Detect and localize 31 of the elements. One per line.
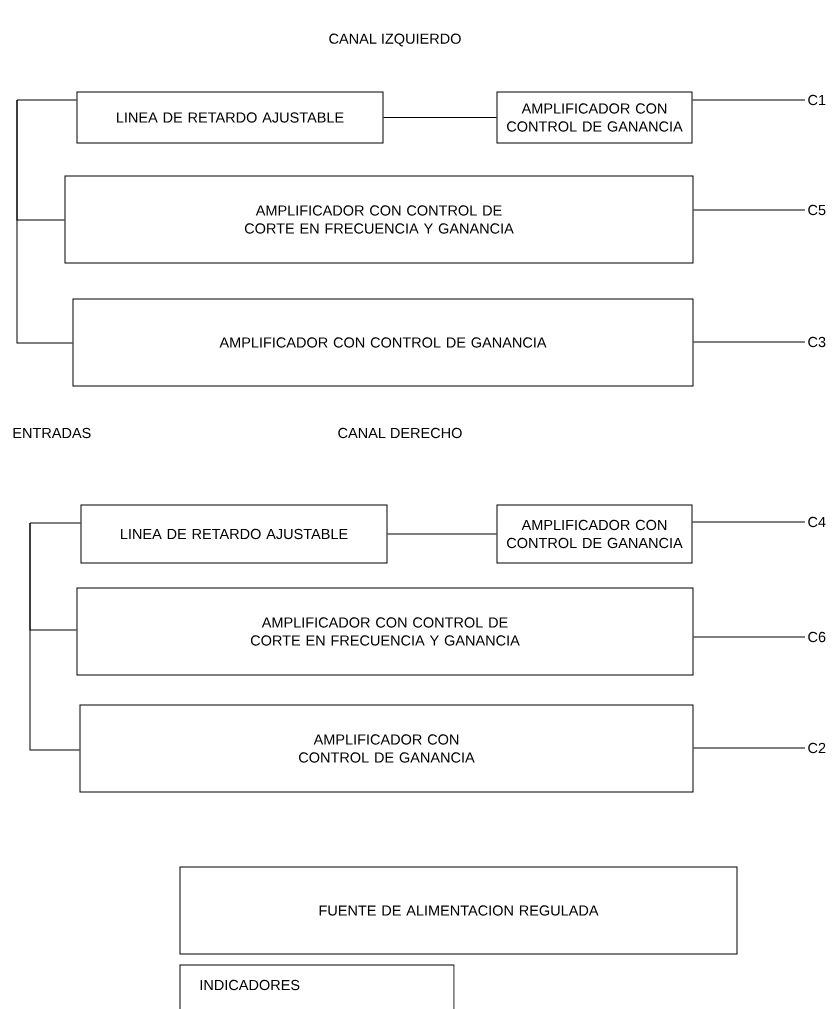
block-box: AMPLIFICADOR CON CONTROL DE GANANCIA (496, 91, 693, 144)
block-box: AMPLIFICADOR CON CONTROL DE CORTE EN FRECUENCIA Y GANANCIA (64, 175, 694, 264)
block-box: AMPLIFICADOR CON CONTROL DE CORTE EN FRECUENCIA Y GANANCIA (76, 587, 694, 676)
connector-line (16, 99, 77, 101)
connector-line (692, 521, 806, 523)
connector-line (387, 533, 497, 535)
block-box: FUENTE DE ALIMENTACION REGULADA (179, 866, 738, 955)
connector-line (692, 99, 806, 101)
connector-line (383, 117, 497, 118)
output-label: C3 (808, 336, 826, 348)
block-box: LINEA DE RETARDO AJUSTABLE (76, 91, 384, 144)
connector-line (29, 522, 81, 524)
block-box: AMPLIFICADOR CON CONTROL DE GANANCIA (496, 504, 693, 564)
connector-line (16, 99, 73, 344)
output-label: C1 (808, 94, 826, 106)
section-label: CANAL IZQUIERDO (329, 33, 461, 47)
block-box: LINEA DE RETARDO AJUSTABLE (80, 504, 388, 564)
connector-line (693, 341, 806, 343)
output-label: C5 (808, 204, 826, 216)
block-box: AMPLIFICADOR CON CONTROL DE GANANCIA (79, 704, 694, 793)
output-label: C2 (808, 742, 826, 754)
open-box: INDICADORES (179, 964, 455, 1009)
block-box: AMPLIFICADOR CON CONTROL DE GANANCIA (72, 298, 694, 387)
connector-line (693, 209, 806, 211)
connector-line (29, 522, 80, 751)
connector-line (693, 636, 806, 638)
output-label: C4 (808, 516, 826, 528)
section-label: CANAL DERECHO (338, 427, 462, 439)
output-label: C6 (808, 631, 826, 643)
section-label: ENTRADAS (13, 427, 91, 439)
connector-line (693, 747, 806, 749)
